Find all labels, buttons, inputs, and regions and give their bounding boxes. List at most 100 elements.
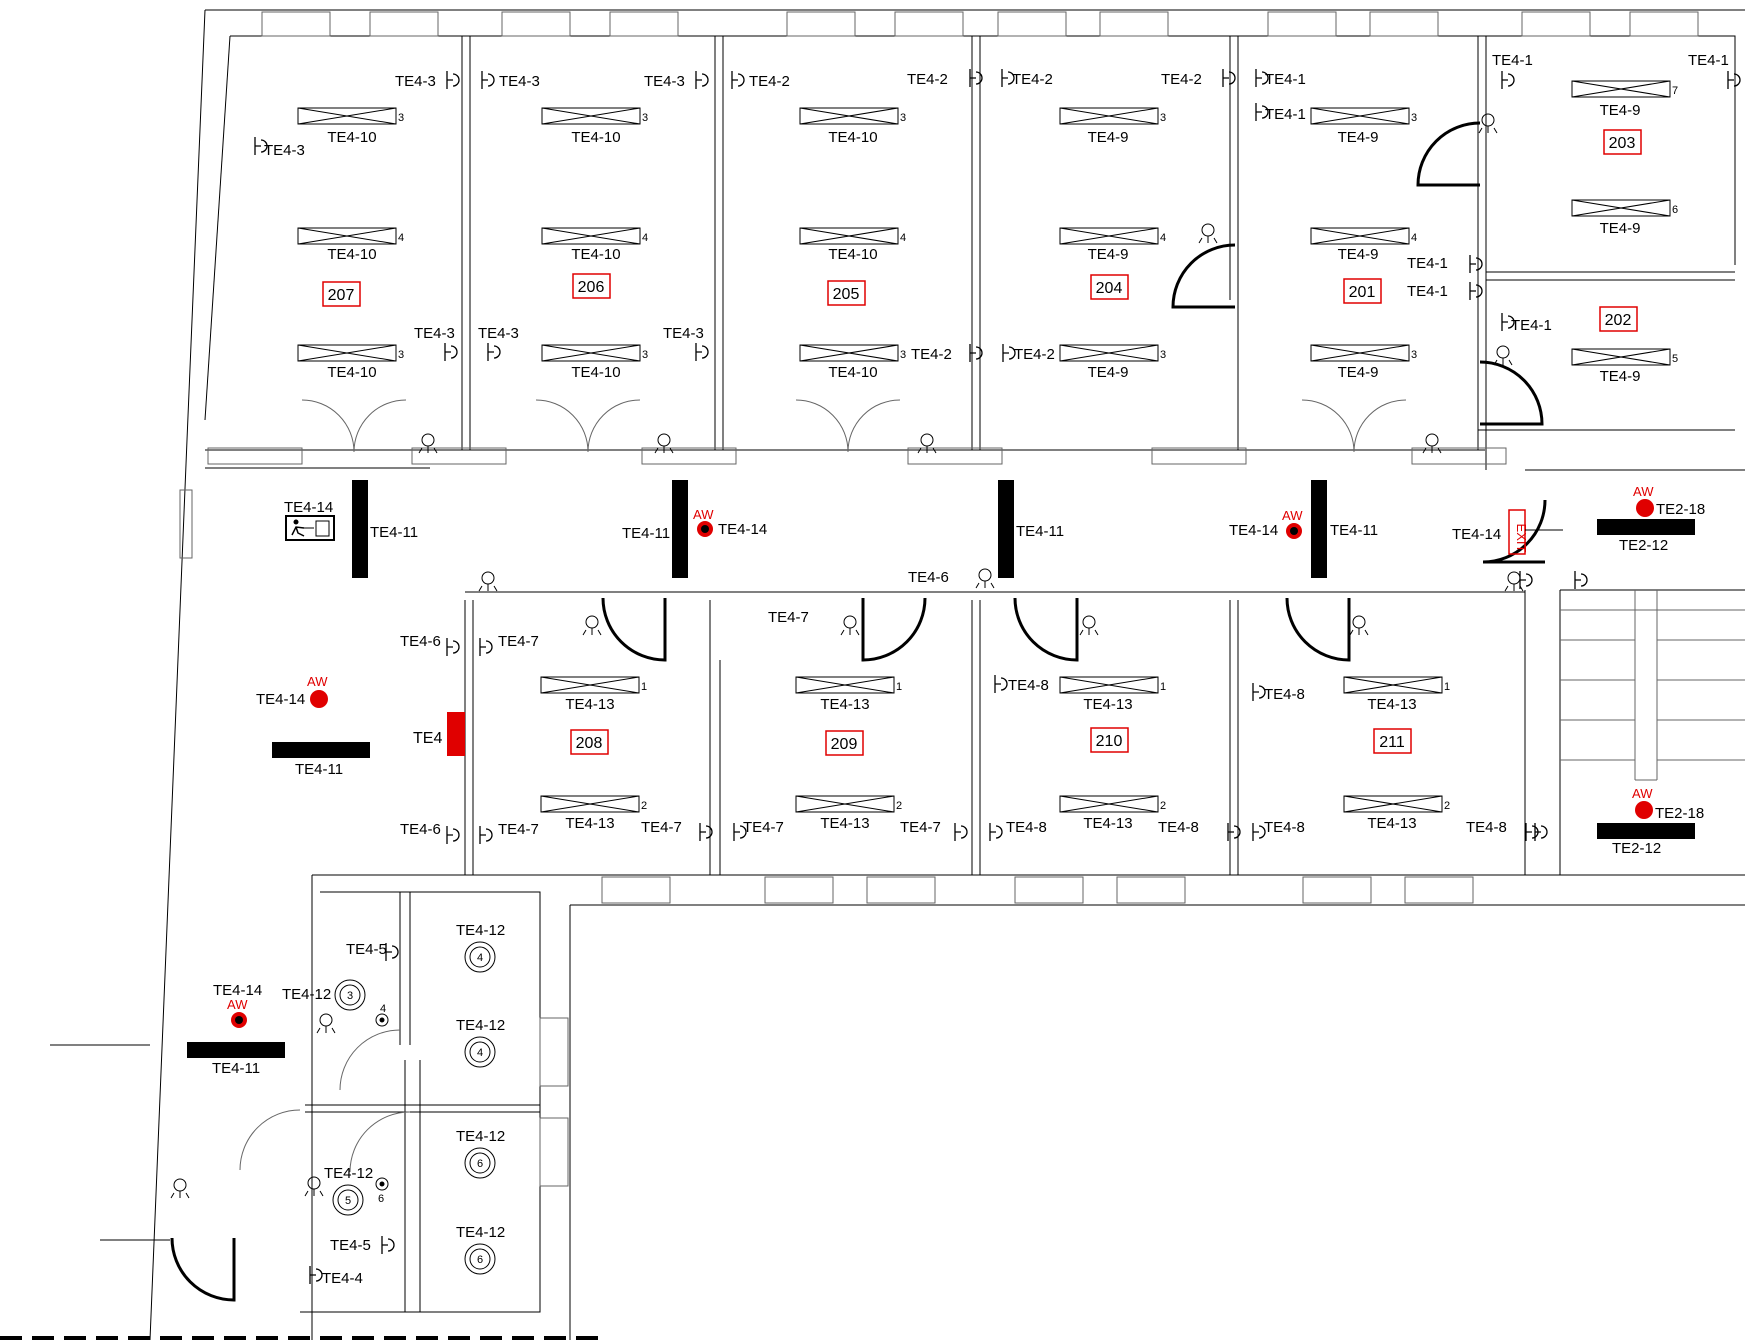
svg-text:TE4-8: TE4-8 (1006, 819, 1047, 836)
svg-text:3: 3 (900, 349, 906, 361)
fluorescent-fixture-icon: 4 (799, 227, 906, 245)
svg-text:4: 4 (1411, 232, 1417, 244)
room-210-label: 210 (1090, 727, 1129, 753)
light-switch-icon (446, 638, 460, 656)
fixture-label: TE4-10 (327, 364, 376, 381)
svg-text:AW: AW (1633, 484, 1654, 499)
room-205-label: 205 (827, 280, 866, 306)
ceiling-light-icon: 4 (464, 941, 496, 973)
room-202-label: 202 (1599, 306, 1638, 332)
light-switch-icon (1534, 823, 1548, 841)
svg-text:210: 210 (1096, 733, 1123, 750)
motion-sensor-icon (582, 615, 602, 636)
light-switch-icon (1727, 71, 1741, 89)
svg-text:TE4-3: TE4-3 (395, 73, 436, 90)
svg-text:6: 6 (477, 1158, 483, 1170)
device-labels: TE4-10 TE4-10 TE4-10 TE4-10 TE4-10 TE4-1… (212, 52, 1729, 1287)
svg-text:211: 211 (1379, 734, 1405, 751)
svg-text:3: 3 (1160, 112, 1166, 124)
svg-text:TE4-1: TE4-1 (1688, 52, 1729, 69)
ceiling-light-icon: 6 (375, 1177, 389, 1205)
fluorescent-fixture-icon: 3 (799, 344, 906, 362)
svg-text:4: 4 (398, 232, 404, 244)
svg-text:3: 3 (1411, 112, 1417, 124)
motion-sensor-icon (170, 1178, 190, 1199)
svg-text:4: 4 (900, 232, 906, 244)
aw-alarm-icon: AW (307, 674, 328, 708)
fixture-label: TE4-13 (1083, 696, 1132, 713)
svg-text:TE4-6: TE4-6 (908, 569, 949, 586)
svg-text:TE4-14: TE4-14 (256, 691, 305, 708)
light-switch-icon (479, 826, 493, 844)
fixture-label: TE4-13 (1367, 815, 1416, 832)
svg-text:2: 2 (1160, 800, 1166, 812)
svg-text:TE4-11: TE4-11 (622, 525, 670, 542)
light-switch-icon (254, 137, 268, 155)
svg-text:1: 1 (641, 681, 647, 693)
te4-11-fixture (352, 480, 368, 578)
fluorescent-fixture-icon: 5 (1571, 348, 1678, 366)
fluorescent-fixture-icon: 2 (1343, 795, 1450, 813)
alarm-devices: AW AW AW AW AW AW (227, 484, 1654, 1028)
svg-text:TE4-7: TE4-7 (768, 609, 809, 626)
svg-text:TE4-12: TE4-12 (456, 1128, 505, 1145)
svg-text:TE4-12: TE4-12 (456, 1017, 505, 1034)
switches (170, 69, 1741, 1284)
svg-text:TE4-14: TE4-14 (284, 499, 333, 516)
fluorescent-fixture-icon: 2 (1059, 795, 1166, 813)
te4-11-fixture (998, 480, 1014, 578)
motion-sensor-icon (418, 433, 438, 454)
motion-sensor-icon (1493, 345, 1513, 366)
svg-text:TE4-7: TE4-7 (900, 819, 941, 836)
svg-text:205: 205 (833, 286, 860, 303)
svg-text:TE2-18: TE2-18 (1655, 805, 1704, 822)
svg-text:3: 3 (398, 112, 404, 124)
svg-text:TE4-7: TE4-7 (743, 819, 784, 836)
fixture-label: TE4-10 (571, 246, 620, 263)
motion-sensor-icon (304, 1176, 324, 1197)
fluorescent-fixture-icon: 1 (1343, 676, 1450, 694)
svg-text:4: 4 (380, 1003, 386, 1015)
svg-text:TE4-12: TE4-12 (456, 1224, 505, 1241)
fluorescent-fixture-icon: 4 (1059, 227, 1166, 245)
fluorescent-fixture-icon: 7 (1571, 80, 1678, 98)
building-walls (0, 9, 1745, 1341)
light-switch-icon (1227, 823, 1241, 841)
fixture-label: TE4-10 (828, 246, 877, 263)
svg-text:TE4-1: TE4-1 (1265, 71, 1306, 88)
svg-text:202: 202 (1605, 312, 1632, 329)
room-204-label: 204 (1090, 274, 1129, 300)
svg-text:TE4-2: TE4-2 (911, 346, 952, 363)
svg-text:207: 207 (328, 287, 355, 304)
light-switch-icon (1252, 683, 1266, 701)
svg-text:TE4-8: TE4-8 (1466, 819, 1507, 836)
svg-text:TE4-1: TE4-1 (1407, 255, 1448, 272)
svg-text:TE4-1: TE4-1 (1511, 317, 1552, 334)
svg-text:TE2-12: TE2-12 (1612, 840, 1661, 857)
fixture-label: TE4-10 (327, 129, 376, 146)
fixture-label: TE4-9 (1088, 364, 1129, 381)
aw-alarm-icon: AW (227, 997, 248, 1028)
svg-text:TE4-3: TE4-3 (264, 142, 305, 159)
light-switch-icon (994, 675, 1008, 693)
light-switch-icon (695, 343, 709, 361)
svg-text:208: 208 (576, 735, 603, 752)
fixture-label: TE4-9 (1600, 368, 1641, 385)
fixture-label: TE4-10 (571, 129, 620, 146)
fixture-label: TE4-9 (1338, 129, 1379, 146)
fluorescent-fixture-icon: 2 (795, 795, 902, 813)
motion-sensor-icon (1478, 113, 1498, 134)
motion-sensor-icon (654, 433, 674, 454)
svg-text:TE4-14: TE4-14 (1452, 526, 1501, 543)
room-labels: 207 206 205 204 201 203 202 208 (322, 129, 1642, 756)
light-switch-icon (481, 71, 495, 89)
doors (170, 121, 1547, 1302)
svg-text:TE4-14: TE4-14 (213, 982, 262, 999)
svg-text:TE4-1: TE4-1 (1407, 283, 1448, 300)
svg-text:3: 3 (1160, 349, 1166, 361)
svg-text:TE4-8: TE4-8 (1008, 677, 1049, 694)
light-switch-icon (731, 71, 745, 89)
light-switch-icon (1255, 69, 1269, 87)
room-207-label: 207 (322, 281, 361, 307)
